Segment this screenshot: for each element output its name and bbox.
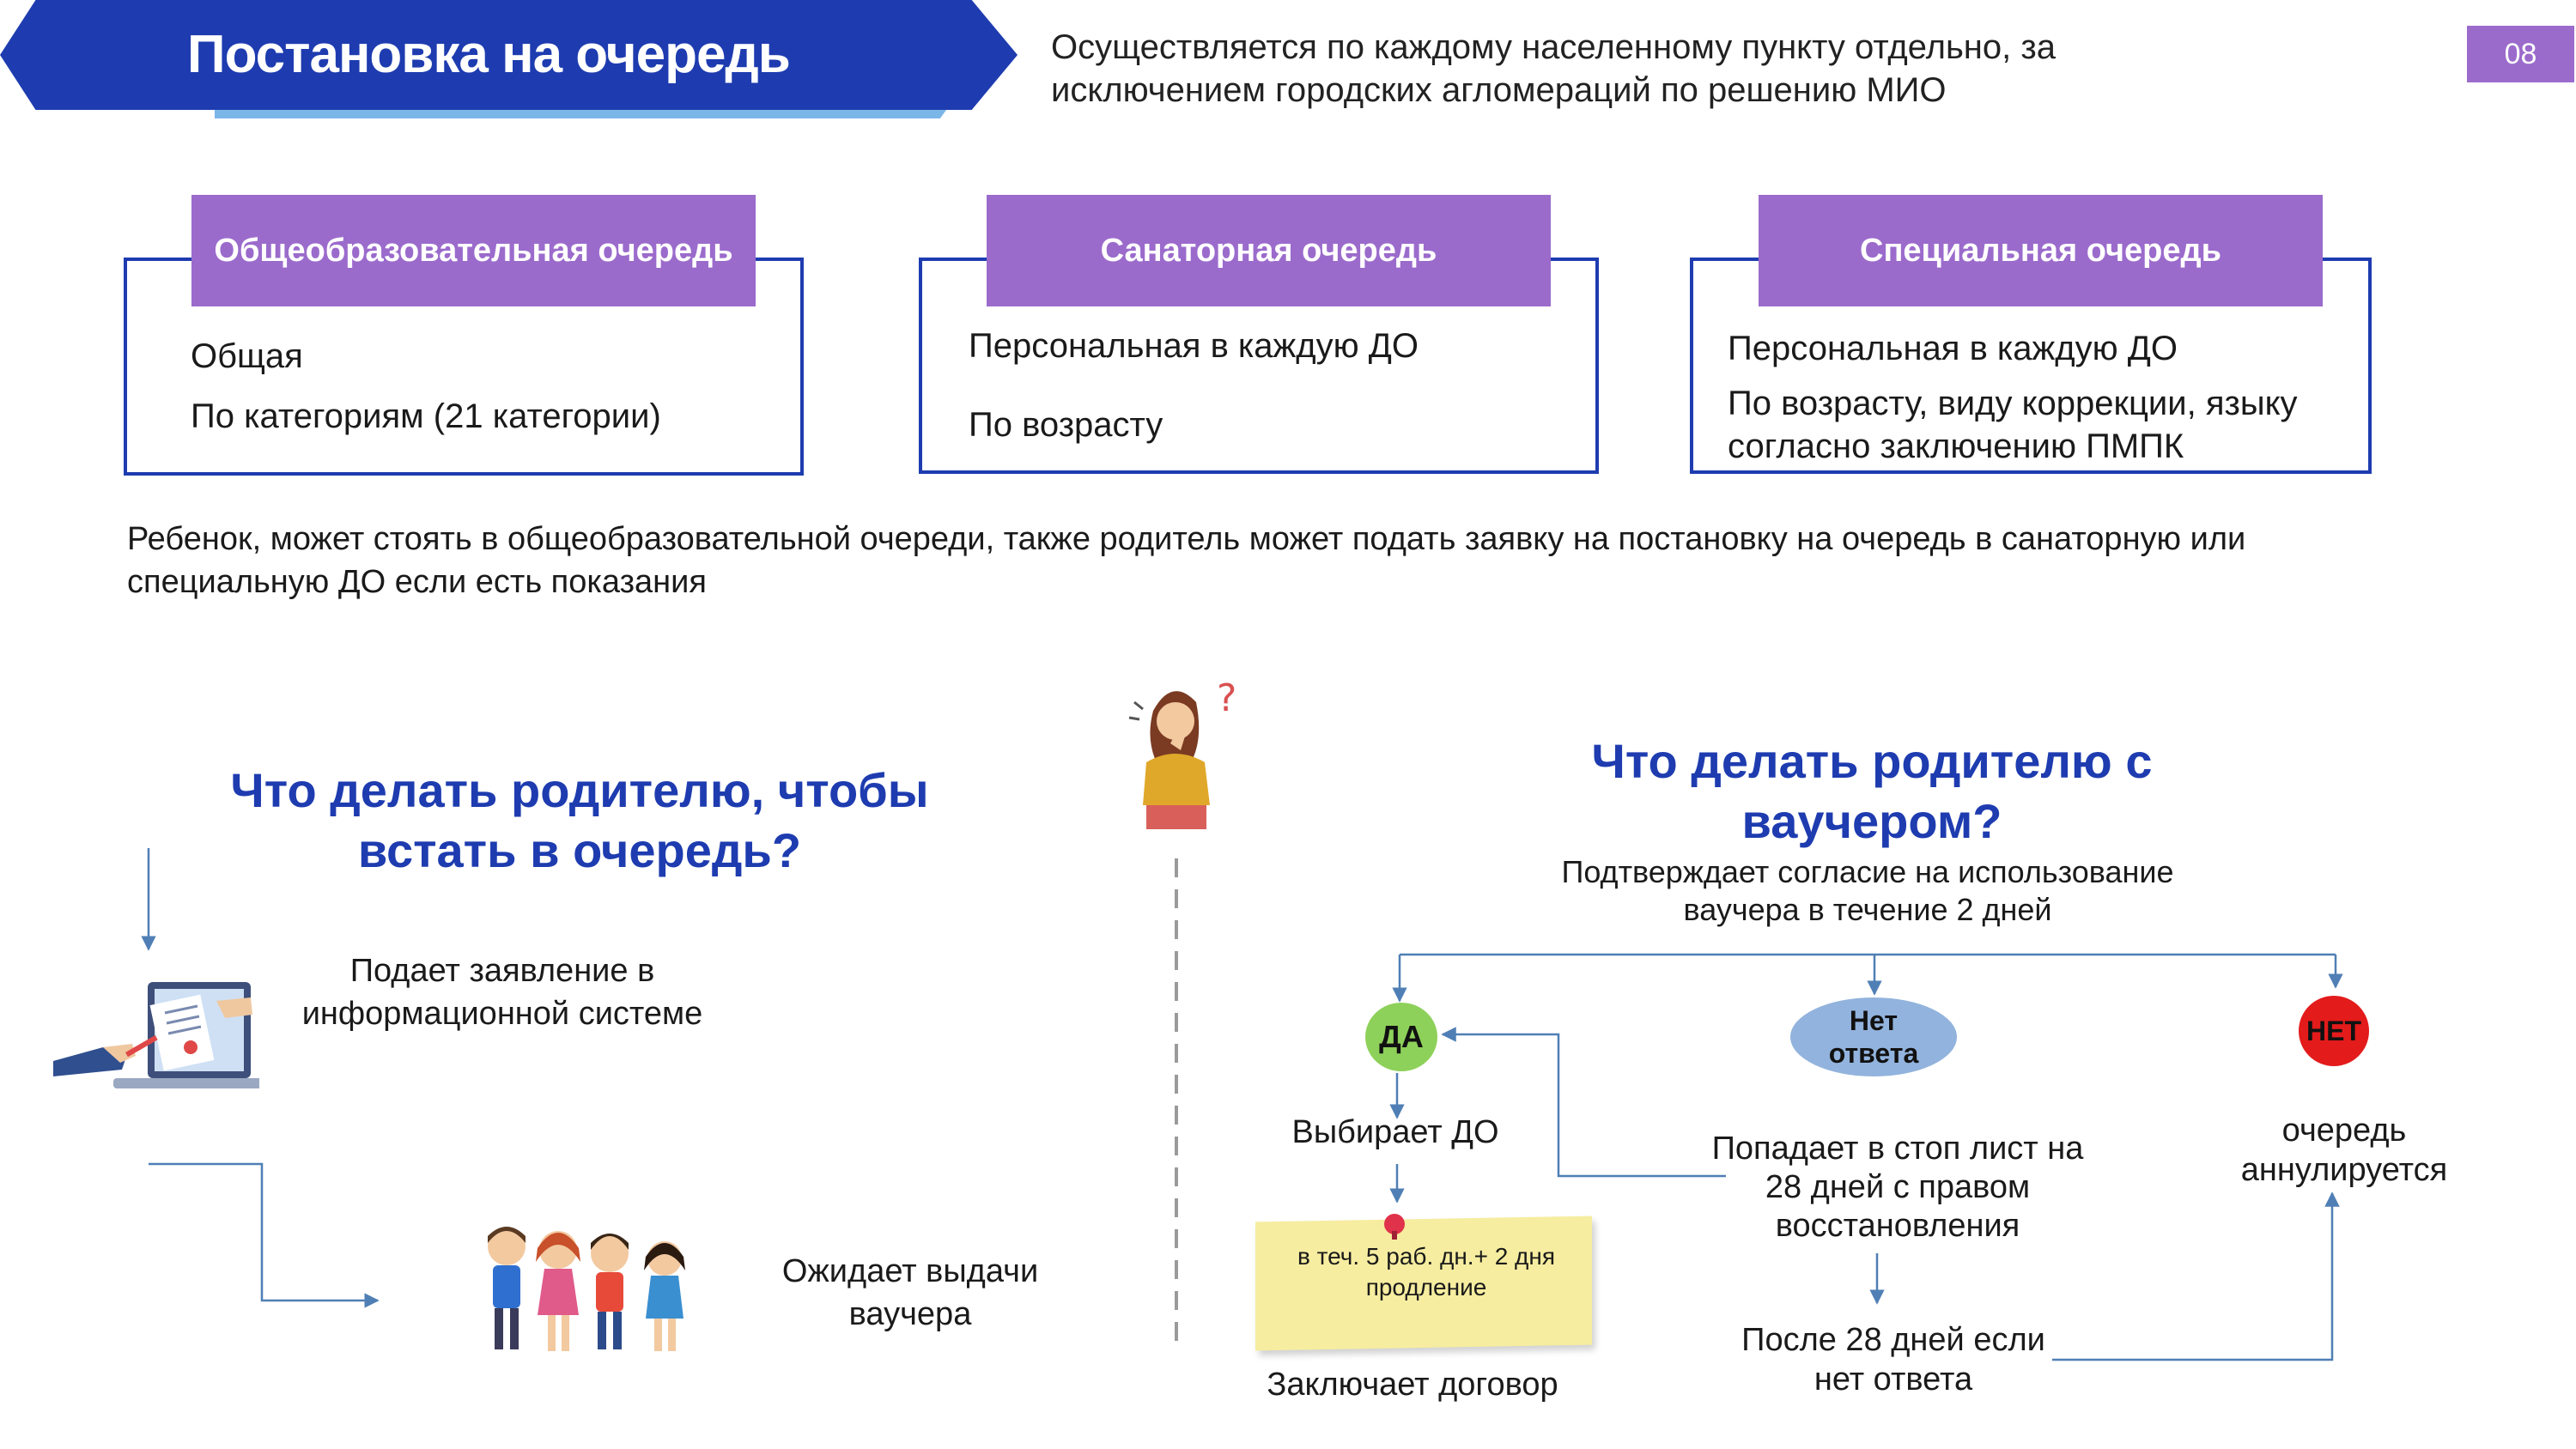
queue-cancelled-text: очередь аннулируется [2240, 1113, 2448, 1188]
step-submit-application: Подает заявление в информационной систем… [301, 953, 703, 1032]
choose-kindergarten-text: Выбирает ДО [1291, 1114, 1499, 1150]
intro-text: Осуществляется по каждому населенному пу… [1051, 28, 2056, 109]
no-answer-ellipse: Нет ответа [1790, 997, 1957, 1076]
general-queue-line2: По категориям (21 категории) [191, 397, 661, 435]
thinking-woman-icon: ? [1128, 676, 1236, 829]
special-queue-line2: По возрасту, виду коррекции, языку согла… [1728, 385, 2298, 465]
push-pin-icon [1384, 1214, 1405, 1240]
laptop-application-icon [53, 982, 259, 1088]
sticky-note-text: в теч. 5 раб. дн.+ 2 дня продление [1297, 1243, 1556, 1300]
yes-circle: ДА [1365, 1003, 1437, 1071]
special-queue-line1: Персональная в каждую ДО [1728, 330, 2178, 367]
page-title: Постановка на очередь [187, 25, 791, 84]
left-heading: Что делать родителю, чтобы встать в очер… [230, 763, 929, 877]
sign-contract-text: Заключает договор [1267, 1367, 1558, 1403]
title-banner [0, 0, 1018, 110]
right-heading: Что делать родителю с ваучером? [1591, 734, 2153, 848]
note-paragraph: Ребенок, может стоять в общеобразователь… [127, 521, 2246, 600]
voucher-consent-text: Подтверждает согласие на использование в… [1561, 854, 2174, 927]
no-circle: НЕТ [2299, 996, 2369, 1066]
svg-text:?: ? [1217, 676, 1236, 720]
children-queue-icon [488, 1227, 685, 1351]
general-queue-title: Общеобразовательная очередь [191, 195, 756, 306]
after-28-days-text: После 28 дней если нет ответа [1741, 1322, 2045, 1397]
sanatorium-queue-title: Санаторная очередь [987, 195, 1551, 306]
general-queue-line1: Общая [191, 337, 303, 375]
stop-list-text: Попадает в стоп лист на 28 дней с правом… [1711, 1131, 2084, 1244]
sanatorium-queue-line1: Персональная в каждую ДО [969, 327, 1419, 365]
page-number-badge: 08 [2467, 26, 2574, 82]
sanatorium-queue-line2: По возрасту [969, 406, 1163, 444]
step-await-voucher: Ожидает выдачи ваучера [781, 1253, 1039, 1332]
special-queue-title: Специальная очередь [1759, 195, 2323, 306]
